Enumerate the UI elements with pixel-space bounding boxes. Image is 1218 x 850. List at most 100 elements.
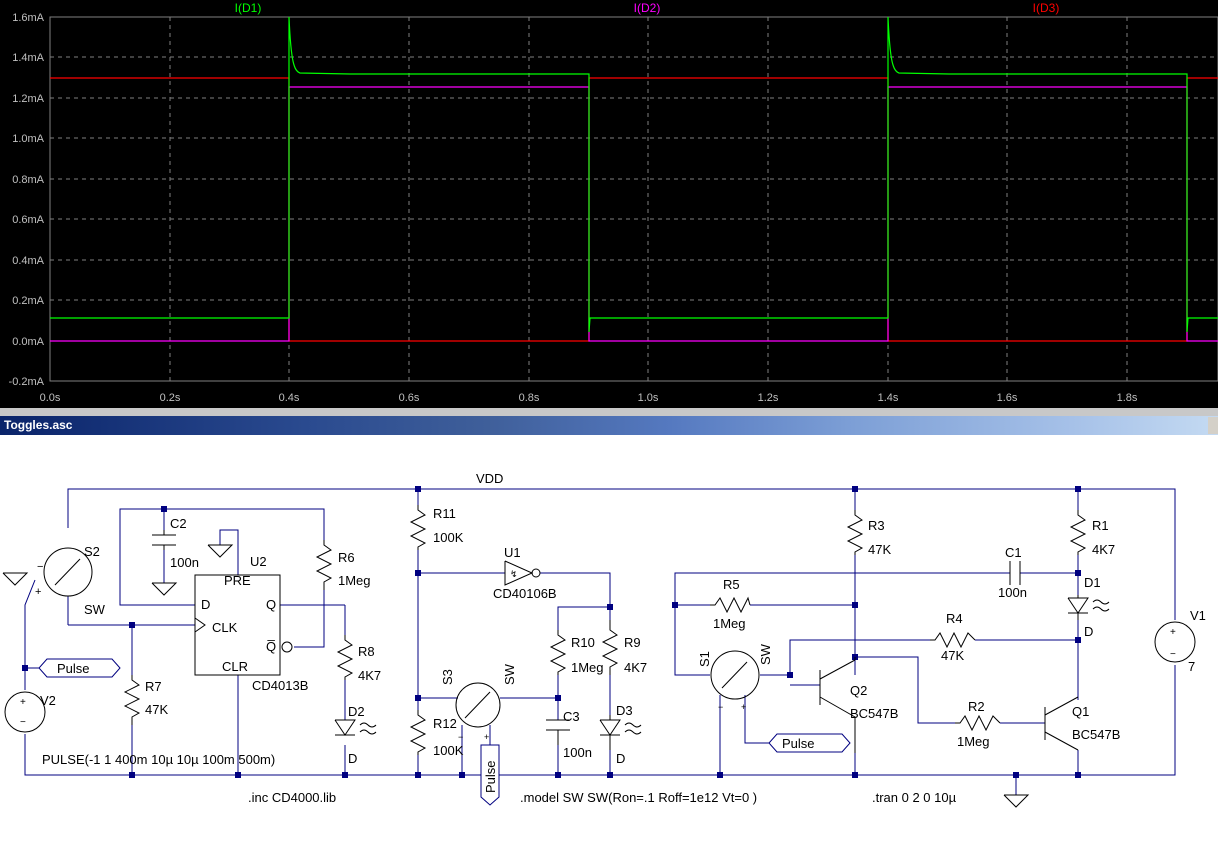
r11-value: 100K <box>433 530 464 545</box>
led-emission-arrows <box>359 599 1110 735</box>
pulse-net-label[interactable]: Pulse <box>768 733 851 753</box>
r5-symbol <box>710 596 751 614</box>
d1-label: D1 <box>1084 575 1101 590</box>
r7-symbol <box>123 675 141 725</box>
plot-frame <box>49 16 1218 382</box>
r10-symbol <box>549 630 567 675</box>
c2-value: 100n <box>170 555 199 570</box>
svg-text:Pulse: Pulse <box>57 661 90 676</box>
r4-symbol <box>930 631 976 649</box>
x-tick-label: 1.6s <box>997 392 1018 404</box>
trace-id1[interactable] <box>50 16 1218 333</box>
net-label-vdd: VDD <box>476 471 503 486</box>
trace-label-id2[interactable]: I(D2) <box>634 1 661 15</box>
u2-symbol <box>194 574 281 676</box>
u2-pin-clr: CLR <box>222 659 248 674</box>
trace-id2[interactable] <box>50 86 1218 342</box>
c3-value: 100n <box>563 745 592 760</box>
x-tick-label: 0.0s <box>40 392 61 404</box>
svg-text:↯: ↯ <box>510 569 518 579</box>
s1-model: SW <box>758 643 773 665</box>
c1-value: 100n <box>998 585 1027 600</box>
svg-text:−: − <box>458 732 463 742</box>
d2-model: D <box>348 751 357 766</box>
schematic-canvas[interactable]: ↯ −+ ++ −− −+ −+ Puls <box>0 435 1218 850</box>
d3-symbol <box>599 719 621 736</box>
r7-value: 47K <box>145 702 168 717</box>
q1-label: Q1 <box>1072 704 1089 719</box>
v1-symbol <box>1154 621 1196 663</box>
r12-value: 100K <box>433 743 464 758</box>
r8-value: 4K7 <box>358 668 381 683</box>
u2-pin-d: D <box>201 597 210 612</box>
y-axis-ticks: 1.6mA 1.4mA 1.2mA 1.0mA 0.8mA 0.6mA 0.4m… <box>9 12 45 388</box>
u2-part: CD4013B <box>252 678 308 693</box>
svg-text:+: + <box>1170 627 1176 638</box>
y-tick-label: 1.0mA <box>12 133 44 145</box>
trace-label-id3[interactable]: I(D3) <box>1033 1 1060 15</box>
s2-model: SW <box>84 602 106 617</box>
pulse-net-label[interactable]: Pulse <box>38 658 121 678</box>
r3-symbol <box>846 510 864 555</box>
y-tick-label: 0.2mA <box>12 295 44 307</box>
window-title: Toggles.asc <box>4 418 73 432</box>
schematic-pane[interactable]: ↯ −+ ++ −− −+ −+ Puls <box>0 435 1218 850</box>
trace-label-id1[interactable]: I(D1) <box>235 1 262 15</box>
u1-symbol <box>504 560 534 586</box>
pulse-net-label-vertical[interactable]: Pulse <box>480 744 500 806</box>
waveform-plot-pane[interactable]: I(D1) I(D2) I(D3) 1.6mA 1.4mA 1.2mA 1.0m… <box>0 0 1218 408</box>
r9-symbol <box>601 620 619 675</box>
d2-label: D2 <box>348 704 365 719</box>
r12-label: R12 <box>433 716 457 731</box>
x-tick-label: 0.6s <box>399 392 420 404</box>
polarity-marks: −+ ++ −− −+ −+ <box>20 561 1176 742</box>
s3-model: SW <box>502 663 517 685</box>
y-tick-label: 1.6mA <box>12 12 44 24</box>
s1-symbol <box>710 650 760 700</box>
r10-value: 1Meg <box>571 660 604 675</box>
svg-text:Pulse: Pulse <box>782 736 815 751</box>
plot-grid <box>50 17 1218 381</box>
ground-symbol <box>151 582 178 596</box>
r9-label: R9 <box>624 635 641 650</box>
svg-text:Pulse: Pulse <box>483 760 498 793</box>
directive-inc: .inc CD4000.lib <box>248 790 336 805</box>
d2-symbol <box>334 719 356 736</box>
v2-label: V2 <box>40 693 56 708</box>
v1-value: 7 <box>1188 659 1195 674</box>
s2-label: S2 <box>84 544 100 559</box>
svg-text:−: − <box>1170 649 1176 660</box>
y-tick-label: 0.0mA <box>12 336 44 348</box>
pane-splitter[interactable] <box>0 408 1218 416</box>
x-tick-label: 1.4s <box>878 392 899 404</box>
u2-pin-clk: CLK <box>212 620 238 635</box>
y-tick-label: -0.2mA <box>9 376 45 388</box>
r12-symbol <box>409 710 427 755</box>
d1-symbol <box>1067 597 1089 614</box>
r10-label: R10 <box>571 635 595 650</box>
ground-symbol <box>2 572 29 586</box>
x-tick-label: 0.2s <box>160 392 181 404</box>
q2-part: BC547B <box>850 706 898 721</box>
r1-value: 4K7 <box>1092 542 1115 557</box>
s3-label: S3 <box>440 669 455 685</box>
svg-text:+: + <box>35 586 41 598</box>
r4-label: R4 <box>946 611 963 626</box>
r5-label: R5 <box>723 577 740 592</box>
r6-symbol <box>315 540 333 590</box>
v1-label: V1 <box>1190 608 1206 623</box>
u1-label: U1 <box>504 545 521 560</box>
x-tick-label: 1.0s <box>638 392 659 404</box>
waveform-plot[interactable]: I(D1) I(D2) I(D3) 1.6mA 1.4mA 1.2mA 1.0m… <box>0 0 1218 408</box>
r7-label: R7 <box>145 679 162 694</box>
d3-model: D <box>616 751 625 766</box>
v2-value: PULSE(-1 1 400m 10µ 10µ 100m 500m) <box>42 752 275 767</box>
q2-label: Q2 <box>850 683 867 698</box>
y-tick-label: 0.4mA <box>12 255 44 267</box>
r2-symbol <box>955 714 1001 732</box>
x-tick-label: 0.4s <box>279 392 300 404</box>
u2-pin-pre: PRE <box>224 573 251 588</box>
window-scroll-edge[interactable] <box>1208 417 1218 434</box>
schematic-window-titlebar[interactable]: Toggles.asc <box>0 416 1218 435</box>
trace-id3[interactable] <box>50 77 1218 342</box>
